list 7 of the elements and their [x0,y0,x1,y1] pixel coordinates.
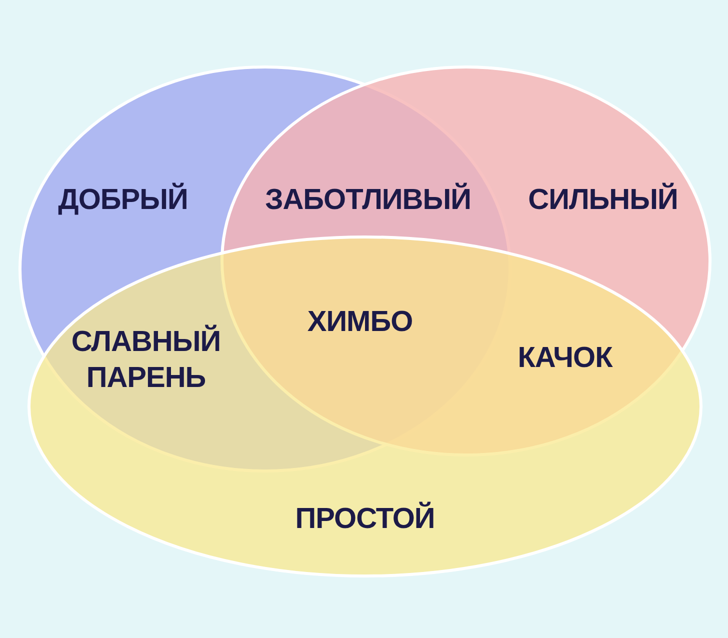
intersection-label: СЛАВНЫЙ ПАРЕНЬ [71,324,221,396]
set-label: ДОБРЫЙ [58,182,188,218]
intersection-label: ХИМБО [307,304,413,340]
intersection-label: КАЧОК [518,340,612,376]
set-label: ПРОСТОЙ [295,500,435,537]
intersection-label: ЗАБОТЛИВЫЙ [265,182,471,218]
set-label: СИЛЬНЫЙ [528,182,678,218]
